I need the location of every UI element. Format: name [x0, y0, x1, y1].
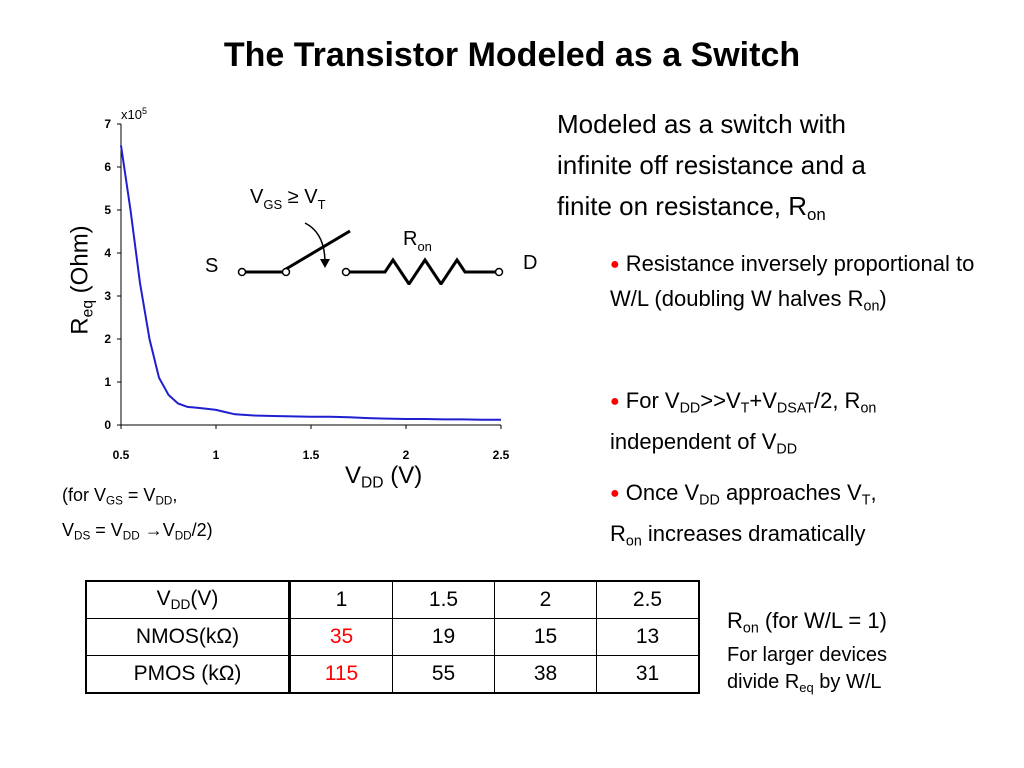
- ron-note-line-2: For larger devices: [727, 644, 888, 667]
- slide-title: The Transistor Modeled as a Switch: [223, 36, 801, 74]
- ron-table: VDD(V) 1 1.5 2 2.5 NMOS(kΩ) 35 19 15 13 …: [85, 580, 700, 694]
- ron-note: Ron (for W/L = 1) For larger devices div…: [727, 607, 887, 701]
- table-cell: 13: [596, 618, 700, 656]
- gate-sub-t: T: [318, 197, 326, 212]
- bullet-dot: ●: [610, 485, 620, 502]
- y-tick-label: 4: [104, 246, 111, 260]
- description-line-2: infinite off resistance and a: [557, 150, 866, 180]
- table-row-label: NMOS(kΩ): [85, 618, 291, 656]
- ron-note-line-1: Ron (for W/L = 1): [727, 608, 887, 637]
- chart-series: [120, 145, 501, 421]
- switch-schematic: VGS ≥ VT Ron S D: [205, 186, 537, 285]
- table-row-label: PMOS (kΩ): [85, 655, 291, 694]
- ron-r: R: [403, 228, 417, 250]
- y-tick-label: 5: [104, 203, 111, 217]
- description-line-1: Modeled as a switch with: [557, 109, 847, 139]
- table-cell: 19: [392, 618, 495, 656]
- x-label-unit: (V): [383, 462, 423, 489]
- table-cell: 38: [494, 655, 597, 694]
- table-cell: 1.5: [392, 580, 495, 619]
- y-axis-label: Req (Ohm): [62, 200, 102, 360]
- model-description: Modeled as a switch with infinite off re…: [557, 104, 866, 235]
- table-row-pmos: PMOS (kΩ) 115 55 38 31: [85, 655, 700, 694]
- table-cell: 31: [596, 655, 700, 694]
- x-tick-label: 2.5: [493, 448, 510, 462]
- y-multiplier-exp: 5: [142, 106, 147, 116]
- table-header-row: VDD(V) 1 1.5 2 2.5: [85, 580, 700, 619]
- ron-note-line-3: divide Req by W/L: [727, 671, 882, 696]
- table-cell: 35: [289, 618, 393, 656]
- chart-axes: [117, 123, 502, 429]
- bullet-dot: ●: [610, 256, 620, 273]
- switch-terminals: [237, 267, 504, 277]
- y-label-unit: (Ohm): [66, 225, 94, 300]
- source-label: S: [205, 255, 218, 277]
- x-tick-label: 1: [213, 448, 220, 462]
- y-tick-label: 1: [104, 375, 111, 389]
- table-cell: 1: [289, 580, 393, 619]
- y-tick-label: 3: [104, 289, 111, 303]
- y-label-main: R: [66, 317, 94, 335]
- y-multiplier-base: x10: [121, 107, 142, 122]
- table-cell: 55: [392, 655, 495, 694]
- y-tick-label: 0: [104, 418, 111, 432]
- x-tick-label: 1.5: [303, 448, 320, 462]
- table-cell: 2: [494, 580, 597, 619]
- gate-op: ≥ V: [282, 186, 318, 208]
- ron-label: Ron: [403, 228, 432, 254]
- x-axis-label: VDD (V): [345, 462, 422, 493]
- series-line: [120, 145, 501, 421]
- x-label-sub: DD: [361, 474, 384, 492]
- x-label-main: V: [345, 462, 362, 489]
- description-line-3: finite on resistance, Ron: [557, 191, 826, 225]
- table-cell: 115: [289, 655, 393, 694]
- y-tick-label: 6: [104, 160, 111, 174]
- y-tick-label: 7: [104, 117, 111, 131]
- x-tick-label: 0.5: [113, 448, 130, 462]
- bullet-vdd-independent: ● For VDD>>VT+VDSAT/2, Ron independent o…: [610, 388, 877, 458]
- chart-conditions: (for VGS = VDD, VDS = VDD →VDD/2): [62, 481, 213, 550]
- bullet-dot: ●: [610, 393, 620, 410]
- x-tick-labels: 0.5 1 1.5 2 2.5: [113, 448, 510, 462]
- gate-sub: GS: [263, 197, 282, 212]
- bullet-vdd-approaches-vt: ● Once VDD approaches VT,Ron increases d…: [610, 480, 877, 550]
- conditions-line-1: (for VGS = VDD,: [62, 485, 178, 508]
- gate-condition-label: VGS ≥ VT: [250, 186, 326, 212]
- conditions-line-2: VDS = VDD →VDD/2): [62, 519, 213, 543]
- gate-arrowhead: [320, 259, 330, 268]
- y-multiplier-label: x105: [121, 106, 147, 122]
- y-tick-label: 2: [104, 332, 111, 346]
- bullet-resistance-wl: ● Resistance inversely proportional to W…: [610, 251, 975, 315]
- y-tick-labels: 0 1 2 3 4 5 6 7: [104, 117, 111, 432]
- table-cell: 2.5: [596, 580, 700, 619]
- table-row-nmos: NMOS(kΩ) 35 19 15 13: [85, 618, 700, 656]
- table-header-label: VDD(V): [85, 580, 291, 619]
- gate-arrow: [304, 222, 326, 264]
- gate-v: V: [250, 186, 264, 208]
- table-cell: 15: [494, 618, 597, 656]
- ron-sub: on: [417, 239, 431, 254]
- drain-label: D: [523, 252, 537, 274]
- y-label-sub: eq: [79, 299, 97, 318]
- switch-wires: [246, 229, 495, 285]
- x-tick-label: 2: [403, 448, 410, 462]
